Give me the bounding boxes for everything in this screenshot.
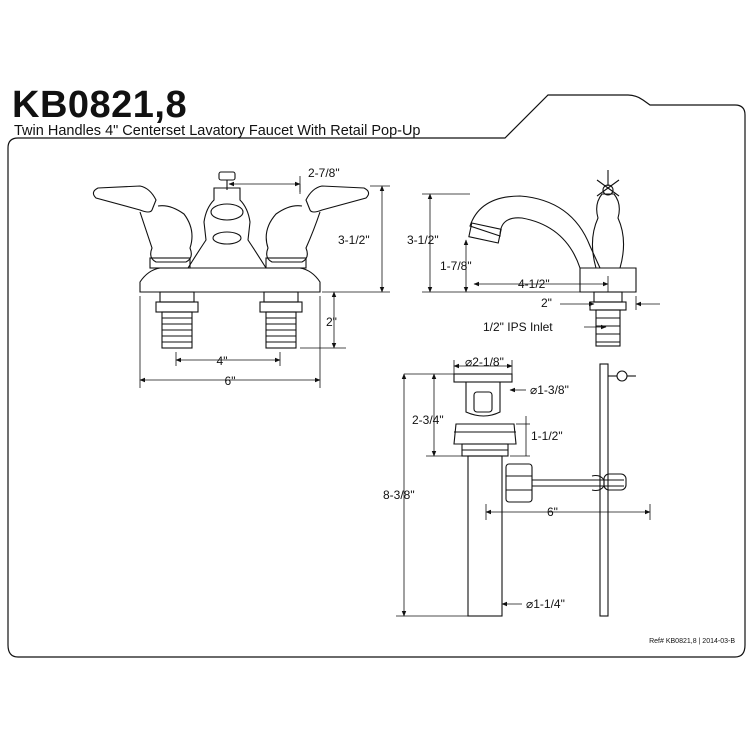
- popup-knob: [218, 171, 236, 181]
- front-shank-length-label: 2": [326, 315, 337, 329]
- side-handle: [591, 193, 625, 269]
- right-shank: [259, 291, 303, 349]
- side-height-label: 3-1/2": [407, 233, 439, 247]
- front-spout-offset-label: 2-7/8": [308, 166, 340, 180]
- deck-plate: [139, 267, 321, 293]
- side-inlet-label: 1/2" IPS Inlet: [483, 320, 553, 334]
- reference-code: Ref# KB0821,8 | 2014-03-B: [649, 638, 735, 645]
- popup-flange-dia-label: ⌀2-1/8": [465, 355, 504, 369]
- side-dimensions: [422, 193, 660, 330]
- sheet-frame: [7, 94, 746, 658]
- front-dimensions: [139, 176, 390, 388]
- side-spout-reach-label: 4-1/2": [518, 277, 550, 291]
- popup-overall-length-label: 8-3/8": [383, 488, 415, 502]
- popup-flange-height-label: 1-1/2": [531, 429, 563, 443]
- left-shank: [155, 291, 199, 349]
- lift-rod: [599, 363, 609, 617]
- popup-flange-nut: [453, 423, 517, 445]
- side-spout: [469, 195, 601, 269]
- popup-dimensions: [396, 360, 651, 617]
- model-number: KB0821,8: [12, 84, 188, 126]
- popup-rod-length-label: 6": [547, 505, 558, 519]
- faucet-body: [187, 187, 267, 269]
- front-center-spacing-label: 4": [217, 354, 228, 368]
- front-overall-width-label: 6": [225, 374, 236, 388]
- popup-tailpiece: [467, 455, 503, 617]
- popup-stopper: [465, 382, 501, 417]
- side-view: [468, 170, 637, 347]
- popup-stopper-dia-label: ⌀1-3/8": [530, 383, 569, 397]
- popup-assembly: [453, 363, 636, 617]
- side-base-depth-label: 2": [541, 296, 552, 310]
- product-description: Twin Handles 4" Centerset Lavatory Fauce…: [14, 123, 421, 139]
- front-height-label: 3-1/2": [338, 233, 370, 247]
- right-handle: [265, 185, 370, 269]
- pivot-nut: [505, 463, 533, 503]
- front-view: [92, 171, 370, 349]
- popup-tailpiece-dia-label: ⌀1-1/4": [526, 597, 565, 611]
- left-handle: [92, 185, 193, 269]
- side-spout-height-label: 1-7/8": [440, 259, 472, 273]
- popup-top-height-label: 2-3/4": [412, 413, 444, 427]
